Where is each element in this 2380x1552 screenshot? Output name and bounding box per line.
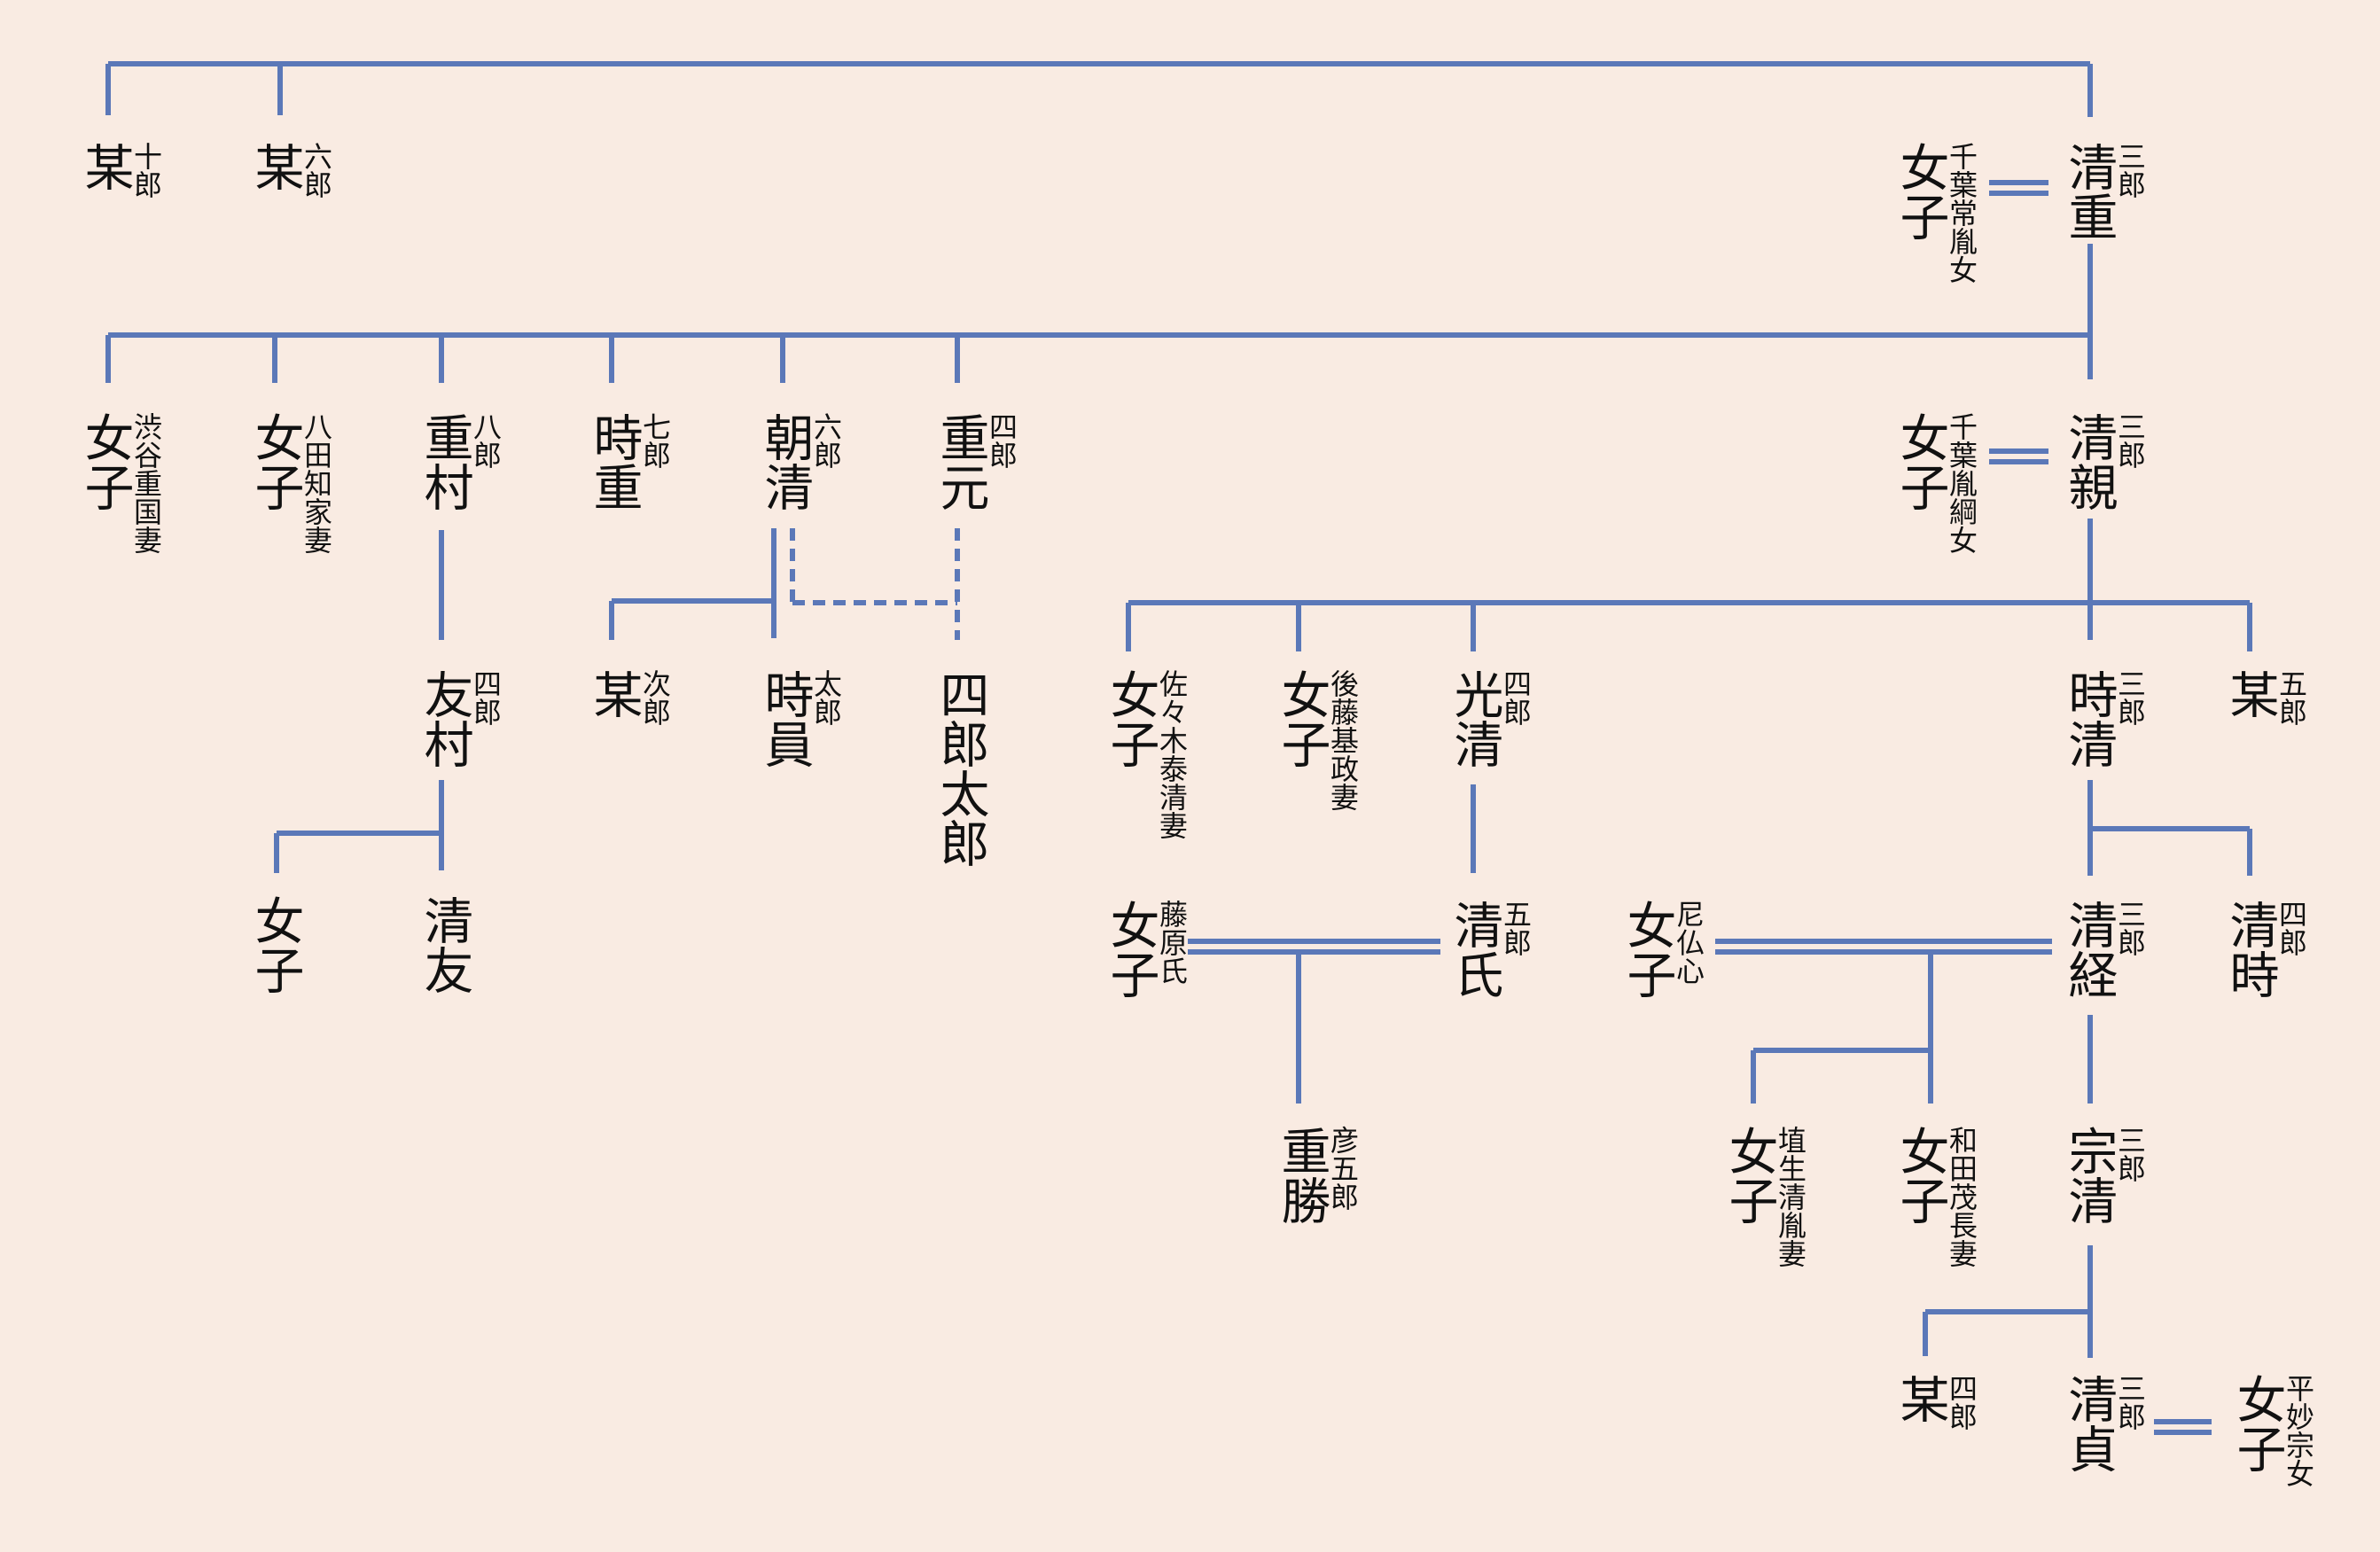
person-name: 重元 [932, 412, 989, 511]
person-title: 六郎 [809, 412, 843, 469]
person-title: 三郎 [2113, 1374, 2147, 1431]
person-name: 友村 [416, 669, 473, 768]
person-name: 女子 [1721, 1126, 1778, 1225]
person-title: 千葉胤綱女 [1945, 412, 1978, 554]
person-title: 尼仏心 [1672, 900, 1705, 985]
person-title: 八郎 [469, 412, 503, 469]
person-name: 朝清 [756, 412, 814, 511]
person-title: 四郎 [985, 412, 1018, 469]
person-name: 宗清 [2060, 1126, 2118, 1225]
person-title: 次郎 [638, 669, 672, 726]
person-name: 清友 [416, 895, 473, 994]
person-name: 時重 [585, 412, 643, 511]
person-name: 女子 [246, 412, 304, 511]
person-name: 四郎太郎 [932, 669, 989, 868]
person-title: 後藤基政妻 [1326, 669, 1360, 811]
person-title: 四郎 [469, 669, 503, 726]
person-name: 女子 [1892, 1126, 1949, 1225]
person-name: 重勝 [1273, 1126, 1330, 1225]
person-title: 太郎 [809, 669, 843, 726]
person-title: 和田茂長妻 [1945, 1126, 1978, 1267]
person-name: 女子 [1102, 900, 1159, 999]
person-title: 佐々木泰清妻 [1155, 669, 1189, 839]
person-name: 時清 [2060, 669, 2118, 768]
person-title: 三郎 [2113, 412, 2147, 469]
person-name: 女子 [2228, 1374, 2286, 1473]
person-name: 某 [76, 142, 134, 191]
person-name: 女子 [76, 412, 134, 511]
person-name: 女子 [1273, 669, 1330, 768]
person-title: 四郎 [2275, 900, 2308, 956]
person-name: 清貞 [2060, 1374, 2118, 1473]
person-title: 五郎 [1499, 900, 1533, 956]
person-name: 光清 [1446, 669, 1503, 768]
person-title: 六郎 [300, 142, 333, 199]
person-title: 三郎 [2113, 1126, 2147, 1182]
person-title: 埴生清胤妻 [1774, 1126, 1807, 1267]
person-title: 平妙宗女 [2282, 1374, 2315, 1487]
person-name: 某 [246, 142, 304, 191]
person-title: 七郎 [638, 412, 672, 469]
person-name: 某 [1892, 1374, 1949, 1423]
person-title: 四郎 [1499, 669, 1533, 726]
person-name: 某 [2221, 669, 2279, 719]
person-name: 重村 [416, 412, 473, 511]
person-title: 彦五郎 [1326, 1126, 1360, 1211]
person-name: 女子 [1619, 900, 1676, 999]
person-title: 八田知家妻 [300, 412, 333, 554]
person-name: 女子 [246, 895, 304, 994]
person-name: 清経 [2060, 900, 2118, 999]
person-name: 某 [585, 669, 643, 719]
person-title: 三郎 [2113, 669, 2147, 726]
person-title: 渋谷重国妻 [129, 412, 163, 554]
person-name: 女子 [1102, 669, 1159, 768]
person-name: 清重 [2060, 142, 2118, 241]
person-name: 清親 [2060, 412, 2118, 511]
person-title: 藤原氏 [1155, 900, 1189, 985]
person-title: 五郎 [2275, 669, 2308, 726]
person-name: 女子 [1892, 412, 1949, 511]
person-title: 四郎 [1945, 1374, 1978, 1431]
person-title: 三郎 [2113, 900, 2147, 956]
person-title: 三郎 [2113, 142, 2147, 199]
person-name: 清時 [2221, 900, 2279, 999]
person-name: 女子 [1892, 142, 1949, 241]
person-name: 時員 [756, 669, 814, 768]
person-title: 千葉常胤女 [1945, 142, 1978, 284]
person-name: 清氏 [1446, 900, 1503, 999]
person-title: 十郎 [129, 142, 163, 199]
